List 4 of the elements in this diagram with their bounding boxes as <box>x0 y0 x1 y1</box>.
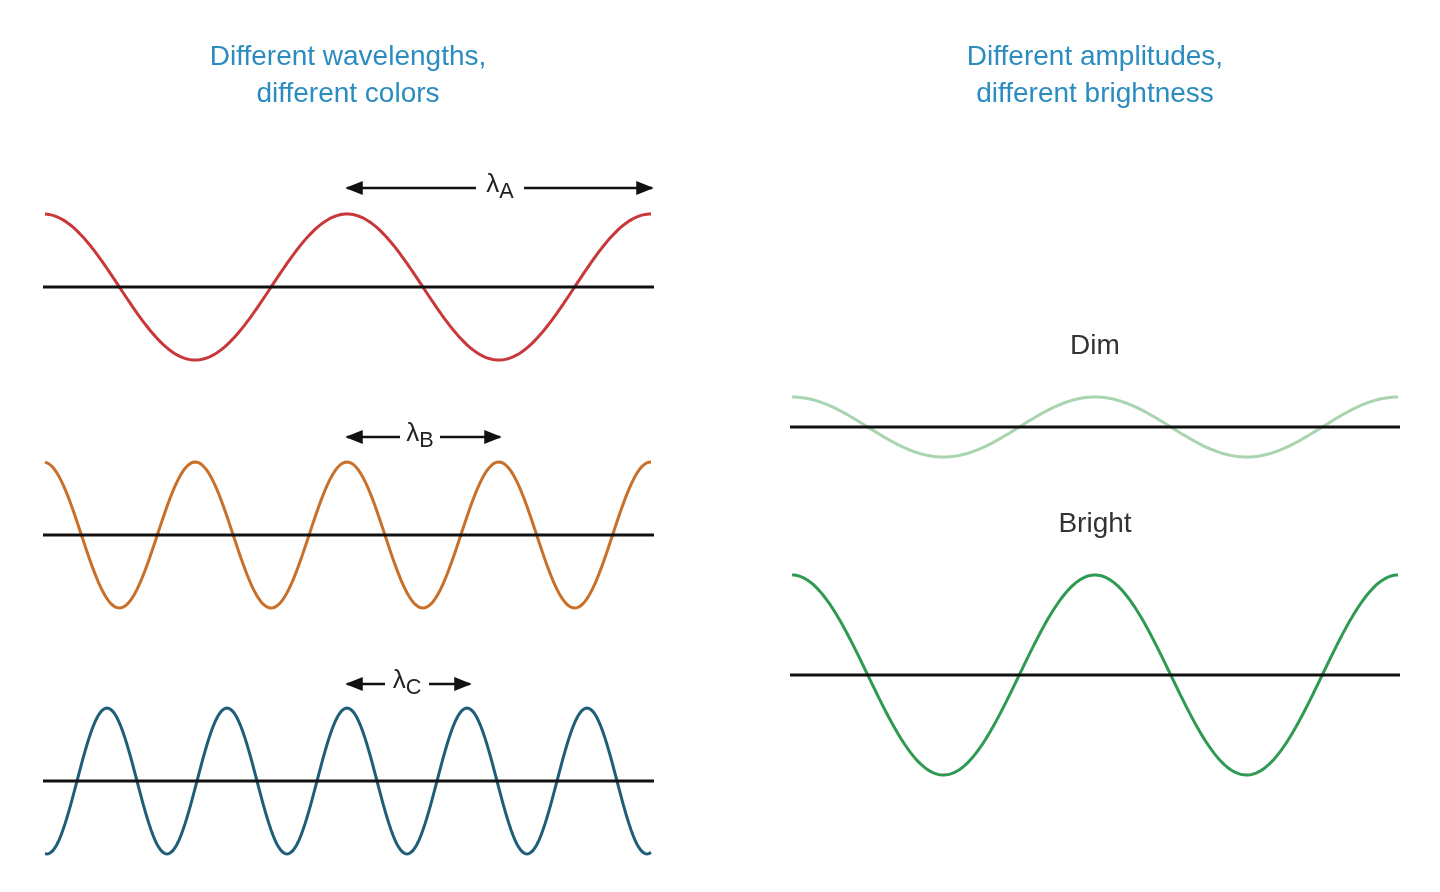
brightness-label: Bright <box>1058 507 1132 539</box>
heading: Different amplitudes, different brightness <box>965 39 1225 110</box>
heading: Different wavelengths, different colors <box>208 39 488 110</box>
brightness-label: Dim <box>1070 329 1120 361</box>
